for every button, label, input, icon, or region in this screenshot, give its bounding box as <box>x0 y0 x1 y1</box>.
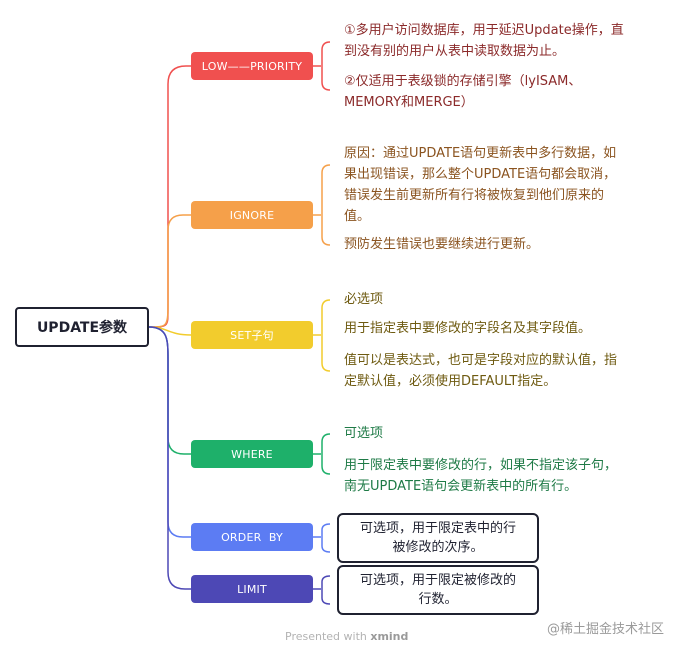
text-line: 果出现错误，那么整个UPDATE语句都会取消， <box>344 167 617 182</box>
text-line: 值。 <box>344 209 371 224</box>
text-line: 行数。 <box>418 592 458 607</box>
limit-note: 可选项，用于限定被修改的 行数。 <box>337 565 539 615</box>
link-where <box>148 326 191 455</box>
link-limit <box>148 326 191 590</box>
text-line: 到没有别的用户从表中读取数据为止。 <box>344 44 566 59</box>
footer-prefix: Presented with <box>285 630 371 643</box>
text-line: ①多用户访问数据库，用于延迟Update操作，直 <box>344 23 624 38</box>
topic-set-clause[interactable]: SET子句 <box>191 321 313 349</box>
topic-order-by[interactable]: ORDER BY <box>191 523 313 551</box>
topic-where[interactable]: WHERE <box>191 440 313 468</box>
topic-limit[interactable]: LIMIT <box>191 575 313 603</box>
link-low-priority <box>148 65 191 328</box>
watermark: @稀土掘金技术社区 <box>547 622 665 637</box>
set-note-1: 必选项 <box>344 289 383 310</box>
text-line: 南无UPDATE语句会更新表中的所有行。 <box>344 479 578 494</box>
ignore-note-2: 预防发生错误也要继续进行更新。 <box>344 234 539 255</box>
ignore-note-1: 原因：通过UPDATE语句更新表中多行数据，如 果出现错误，那么整个UPDATE… <box>344 143 616 227</box>
where-note-2: 用于限定表中要修改的行，如果不指定该子句， 南无UPDATE语句会更新表中的所有… <box>344 455 617 497</box>
order-by-note: 可选项，用于限定表中的行 被修改的次序。 <box>337 513 539 563</box>
low-priority-note-2: ②仅适用于表级锁的存储引擎（lyISAM、 MEMORY和MERGE） <box>344 71 581 113</box>
bracket-ignore <box>313 164 331 246</box>
link-order-by <box>148 326 191 538</box>
text-line: 可选项，用于限定被修改的 <box>359 573 516 588</box>
text-line: 错误发生前更新所有行将被恢复到他们原来的 <box>344 188 605 203</box>
text-line: 可选项，用于限定表中的行 <box>359 521 516 536</box>
text-line: 用于限定表中要修改的行，如果不指定该子句， <box>344 458 618 473</box>
text-line: 定默认值，必须使用DEFAULT指定。 <box>344 374 557 389</box>
presented-with-footer: Presented with xmind <box>285 630 408 643</box>
where-note-1: 可选项 <box>344 423 383 444</box>
topic-low-priority[interactable]: LOW——PRIORITY <box>191 52 313 80</box>
text-line: MEMORY和MERGE） <box>344 95 474 110</box>
text-line: 被修改的次序。 <box>392 540 484 555</box>
bracket-limit <box>313 575 331 605</box>
text-line: 可选项 <box>344 426 384 441</box>
bracket-set <box>313 299 331 372</box>
set-note-2: 用于指定表中要修改的字段名及其字段值。 <box>344 318 591 339</box>
bracket-low-priority <box>313 41 331 91</box>
bracket-order-by <box>313 523 331 553</box>
text-line: 原因：通过UPDATE语句更新表中多行数据，如 <box>344 146 617 161</box>
text-line: ②仅适用于表级锁的存储引擎（lyISAM、 <box>344 74 582 89</box>
link-ignore <box>148 214 191 328</box>
text-line: 用于指定表中要修改的字段名及其字段值。 <box>344 321 592 336</box>
bracket-where <box>313 433 331 475</box>
text-line: 值可以是表达式，也可是字段对应的默认值，指 <box>344 353 618 368</box>
root-topic[interactable]: UPDATE参数 <box>15 307 149 347</box>
xmind-brand: xmind <box>370 630 409 643</box>
topic-ignore[interactable]: IGNORE <box>191 201 313 229</box>
set-note-3: 值可以是表达式，也可是字段对应的默认值，指 定默认值，必须使用DEFAULT指定… <box>344 350 617 392</box>
text-line: 必选项 <box>344 292 384 307</box>
low-priority-note-1: ①多用户访问数据库，用于延迟Update操作，直 到没有别的用户从表中读取数据为… <box>344 20 624 62</box>
text-line: 预防发生错误也要继续进行更新。 <box>344 237 540 252</box>
